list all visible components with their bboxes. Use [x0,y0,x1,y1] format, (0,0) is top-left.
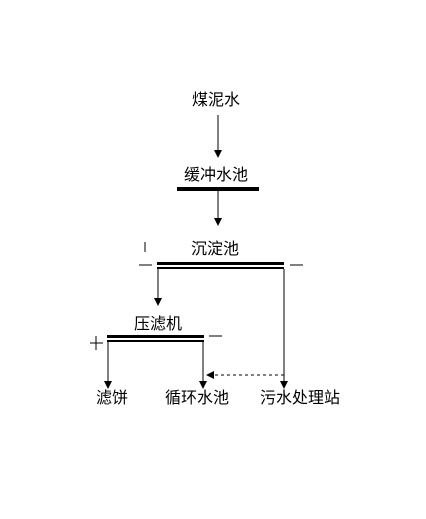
filter-press-bar-bottom [107,340,204,342]
node-sewage-station: 污水处理站 [260,388,340,407]
node-filter-press: 压滤机 [134,314,182,333]
settling-pool-bar-bottom [157,267,284,269]
node-settling-pool: 沉淀池 [191,239,239,258]
node-coal-slurry: 煤泥水 [192,90,240,109]
buffer-pool-bar [177,187,259,191]
filter-press-bar-top [107,335,204,338]
settling-pool-bar-top [157,262,284,265]
node-circulating-pool: 循环水池 [165,388,229,407]
node-filter-cake: 滤饼 [96,388,128,407]
node-buffer-pool: 缓冲水池 [184,165,248,184]
